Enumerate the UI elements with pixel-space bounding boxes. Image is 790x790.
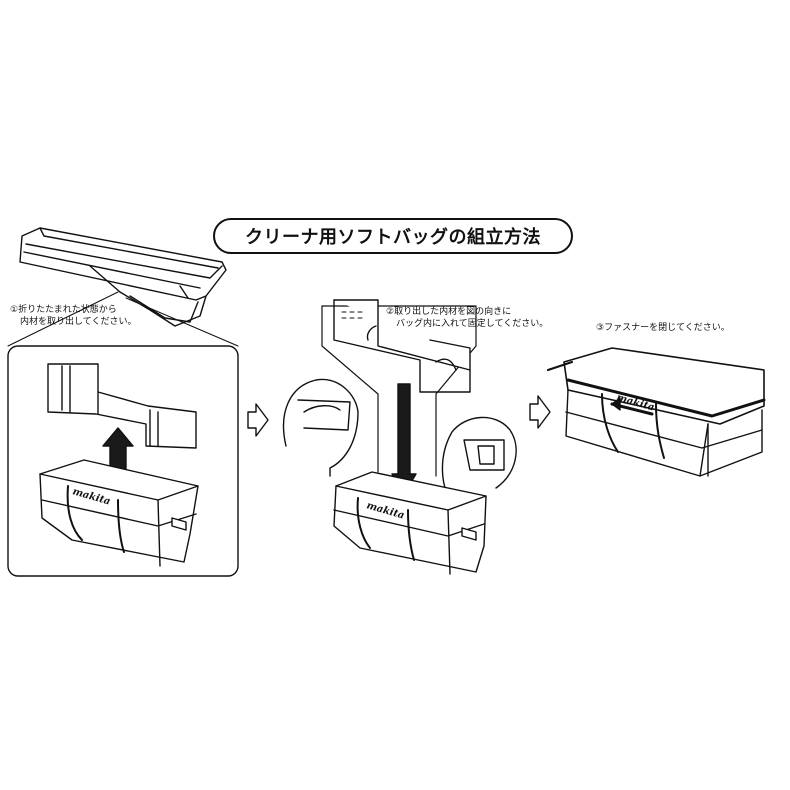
bag-illustration-2 — [333, 471, 487, 575]
step3-line1: ③ファスナーを閉じてください。 — [596, 323, 730, 333]
step2-line1: ②取り出した内材を図の向きに — [386, 307, 512, 317]
arrow-right-icon — [247, 403, 269, 437]
detail-circle-right — [441, 416, 517, 505]
step2-line2: バッグ内に入れて固定してください。 — [396, 319, 549, 329]
step1-line1: ①折りたたまれた状態から — [10, 305, 117, 315]
step3-caption: ③ファスナーを閉じてください。 — [596, 322, 730, 334]
step2-caption: ②取り出した内材を図の向きに バッグ内に入れて固定してください。 — [386, 306, 548, 330]
detail-circle-left — [282, 378, 359, 477]
step1-caption: ①折りたたまれた状態から 内材を取り出してください。 — [10, 304, 136, 328]
bag-illustration-1 — [39, 459, 199, 567]
page-title: クリーナ用ソフトバッグの組立方法 — [213, 218, 573, 254]
closed-bag-illustration — [546, 347, 766, 477]
arrow-right-icon-2 — [529, 395, 551, 429]
insert-board — [47, 363, 197, 449]
step1-line2: 内材を取り出してください。 — [20, 317, 137, 327]
step1-panel — [7, 345, 239, 577]
